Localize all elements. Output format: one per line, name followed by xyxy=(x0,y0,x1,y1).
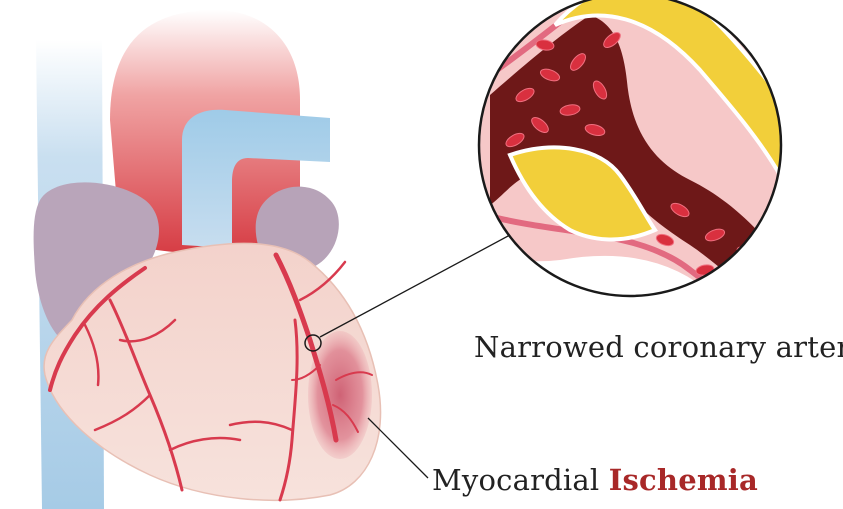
heart-illustration xyxy=(34,10,381,509)
ischemia-label-emphasis: Ischemia xyxy=(609,463,758,497)
artery-pointer-line xyxy=(320,235,510,337)
red-blood-cell xyxy=(734,244,755,265)
ischemia-label-prefix: Myocardial xyxy=(432,463,599,497)
narrowed-artery-label: Narrowed coronary artery xyxy=(474,330,843,364)
ischemia-pointer-line xyxy=(368,418,428,478)
ischemia-label: Myocardial Ischemia xyxy=(432,463,758,497)
artery-magnification xyxy=(430,0,843,360)
